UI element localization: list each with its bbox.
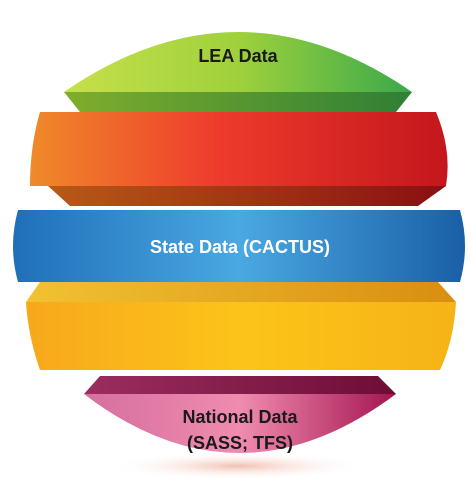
pink-cap-lip (84, 376, 396, 394)
green-cap-lip (64, 92, 412, 112)
lea-data-label: LEA Data (198, 46, 278, 66)
green-cap-shape (64, 32, 412, 92)
layer-top-lea (64, 32, 412, 112)
layer-yellow-band (26, 282, 456, 370)
red-band-lip (48, 186, 446, 206)
yellow-band-lip (26, 282, 456, 302)
layer-red-band (30, 112, 448, 206)
pink-cap-shape (84, 394, 396, 453)
yellow-band-shape (26, 302, 456, 370)
national-data-label-line2: (SASS; TFS) (187, 433, 293, 453)
sphere-shadow (108, 452, 368, 480)
layer-bottom-national (84, 376, 396, 453)
state-data-label: State Data (CACTUS) (150, 237, 330, 257)
national-data-label-line1: National Data (182, 407, 298, 427)
blue-band-shape (13, 210, 465, 282)
red-band-shape (30, 112, 448, 186)
layer-middle-state (13, 210, 465, 282)
